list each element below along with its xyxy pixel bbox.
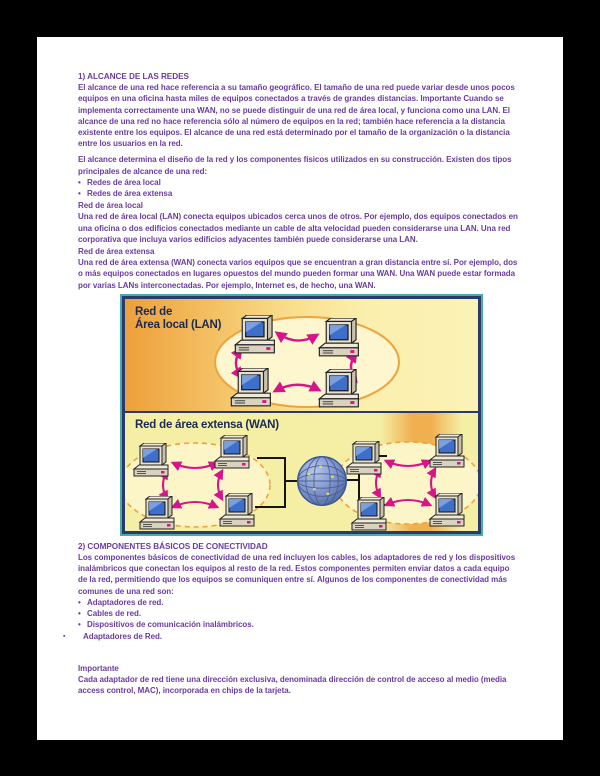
wan-paragraph: Una red de área extensa (WAN) conecta va… [78, 258, 518, 290]
lan-diagram-graphics [214, 314, 400, 408]
wan-subheading: Red de área extensa [78, 247, 155, 257]
list-item: • Adaptadores de red. [78, 597, 519, 608]
importante-subheading: Importante [78, 663, 119, 673]
section-1-heading: 1) ALCANCE DE LAS REDES [78, 72, 189, 81]
lan-figure-title: Red de Área local (LAN) [135, 306, 221, 333]
lan-subheading: Red de área local [78, 201, 143, 211]
bullet-icon: • [78, 609, 81, 619]
list-item: • Redes de área extensa [78, 188, 519, 199]
wan-diagram-graphics [125, 433, 478, 531]
section-1-paragraph-1: El alcance de una red hace referencia a … [78, 83, 515, 149]
outdented-list-item: ▪ Adaptadores de Red. [63, 631, 519, 642]
square-bullet-icon: ▪ [63, 633, 66, 641]
list-item: • Cables de red. [78, 608, 519, 619]
connectivity-bullet-list: • Adaptadores de red. • Cables de red. •… [78, 597, 519, 631]
page-content: 1) ALCANCE DE LAS REDES El alcance de un… [63, 71, 519, 696]
arrow-bottom [272, 380, 322, 393]
lan-wan-figure: Red de Área local (LAN) [120, 293, 483, 536]
list-item-label: Redes de área local [87, 177, 161, 187]
section-1-paragraph-2: El alcance determina el diseño de la red… [78, 155, 512, 176]
lan-diagram-panel: Red de Área local (LAN) [125, 298, 478, 411]
bullet-icon: • [78, 620, 81, 630]
lan-figure-title-line2: Área local (LAN) [135, 319, 222, 332]
lan-figure-title-line1: Red de [135, 305, 173, 318]
document-page: 1) ALCANCE DE LAS REDES El alcance de un… [37, 37, 563, 740]
list-item-label: Adaptadores de Red. [83, 632, 163, 642]
list-item-label: Redes de área extensa [87, 189, 173, 199]
list-item-label: Dispositivos de comunicación inalámbrico… [87, 620, 254, 630]
section-2-heading: 2) COMPONENTES BÁSICOS DE CONECTIVIDAD [78, 541, 268, 551]
panel-divider [125, 410, 478, 413]
bullet-icon: • [78, 189, 81, 199]
lan-paragraph: Una red de área local (LAN) conecta equi… [78, 212, 518, 244]
wan-diagram-panel: Red de área extensa (WAN) [125, 412, 478, 531]
bullet-icon: • [78, 177, 81, 187]
arrow-top [274, 331, 320, 345]
importante-paragraph: Cada adaptador de red tiene una direcció… [78, 674, 507, 696]
list-item: • Redes de área local [78, 177, 519, 188]
list-item: • Dispositivos de comunicación inalámbri… [78, 619, 519, 630]
bullet-icon: • [78, 597, 81, 607]
wan-figure-title: Red de área extensa (WAN) [135, 418, 279, 431]
globe-icon [298, 457, 347, 506]
list-item-label: Adaptadores de red. [87, 597, 164, 607]
section-2-paragraph-1: Los componentes básicos de conectividad … [78, 553, 516, 596]
wan-right-cluster-arrows [371, 459, 437, 507]
scope-bullet-list: • Redes de área local • Redes de área ex… [78, 177, 519, 199]
list-item-label: Cables de red. [87, 609, 141, 619]
